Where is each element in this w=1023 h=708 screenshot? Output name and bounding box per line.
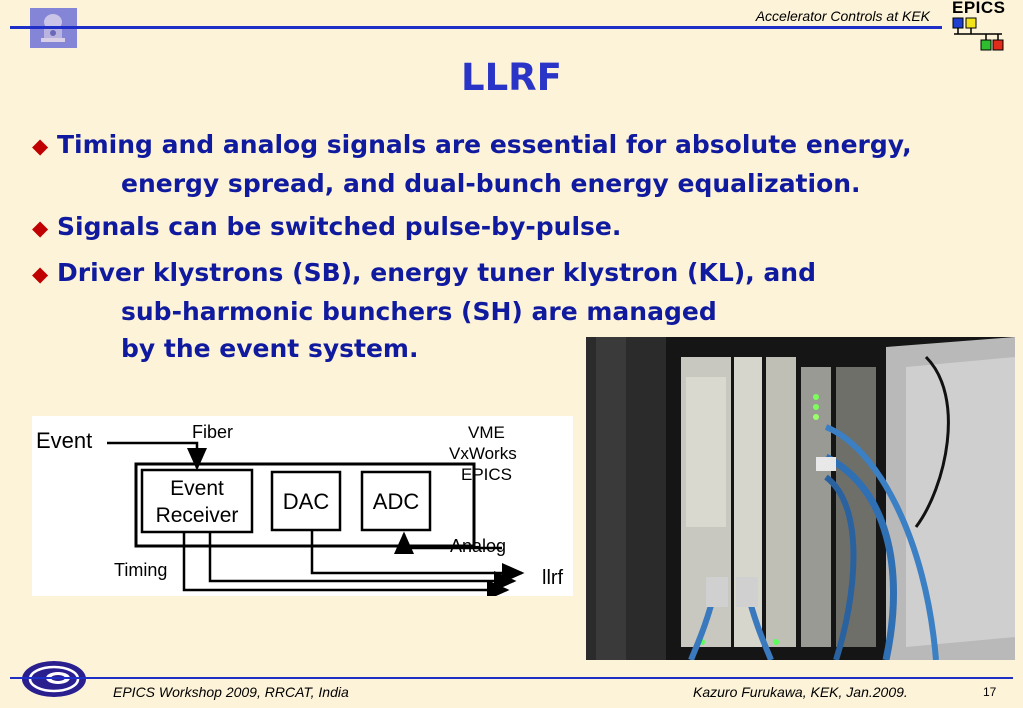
dac-label: DAC	[283, 489, 330, 514]
footer-rule	[10, 677, 1013, 679]
llrf-label: llrf	[542, 567, 564, 589]
bullet-3-line-3: by the event system.	[121, 334, 419, 363]
footer-left-text: EPICS Workshop 2009, RRCAT, India	[113, 684, 349, 700]
diamond-bullet-icon: ◆	[32, 216, 49, 240]
fiber-label: Fiber	[192, 422, 233, 442]
header-rule	[10, 26, 942, 29]
diamond-bullet-icon: ◆	[32, 134, 49, 158]
stack-label-vxworks: VxWorks	[449, 444, 517, 463]
epics-logo-text: EPICS	[952, 0, 1006, 17]
bullet-3: ◆ Driver klystrons (SB), energy tuner kly…	[32, 254, 992, 367]
slide-title: LLRF	[461, 56, 562, 99]
bullet-1: ◆ Timing and analog signals are essential…	[32, 126, 992, 202]
page-number: 17	[983, 685, 997, 699]
event-label: Event	[36, 428, 92, 453]
adc-label: ADC	[373, 489, 420, 514]
llrf-block-diagram: Event Fiber VME VxWorks EPICS Event Rece…	[32, 416, 573, 600]
bullet-2: ◆ Signals can be switched pulse-by-pulse.	[32, 208, 992, 247]
stack-label-vme: VME	[468, 423, 505, 442]
stack-label-epics: EPICS	[461, 465, 512, 484]
bullet-1-line-1: Timing and analog signals are essential …	[57, 130, 912, 159]
footer-right-text: Kazuro Furukawa, KEK, Jan.2009.	[693, 684, 908, 700]
analog-label: Analog	[450, 536, 506, 556]
bullet-1-line-2: energy spread, and dual-bunch energy equ…	[121, 169, 861, 198]
header-title: Accelerator Controls at KEK	[755, 8, 930, 24]
bullet-3-line-1: Driver klystrons (SB), energy tuner klys…	[57, 258, 816, 287]
timing-label: Timing	[114, 560, 167, 580]
conference-logo-icon	[20, 658, 90, 700]
epics-logo-icon	[948, 0, 1018, 56]
event-receiver-label-2: Receiver	[156, 504, 239, 527]
vme-crate-photo	[586, 337, 1015, 660]
diamond-bullet-icon: ◆	[32, 262, 49, 286]
event-receiver-label-1: Event	[170, 477, 224, 500]
bullet-2-line-1: Signals can be switched pulse-by-pulse.	[57, 212, 622, 241]
bullet-3-line-2: sub-harmonic bunchers (SH) are managed	[121, 297, 717, 326]
